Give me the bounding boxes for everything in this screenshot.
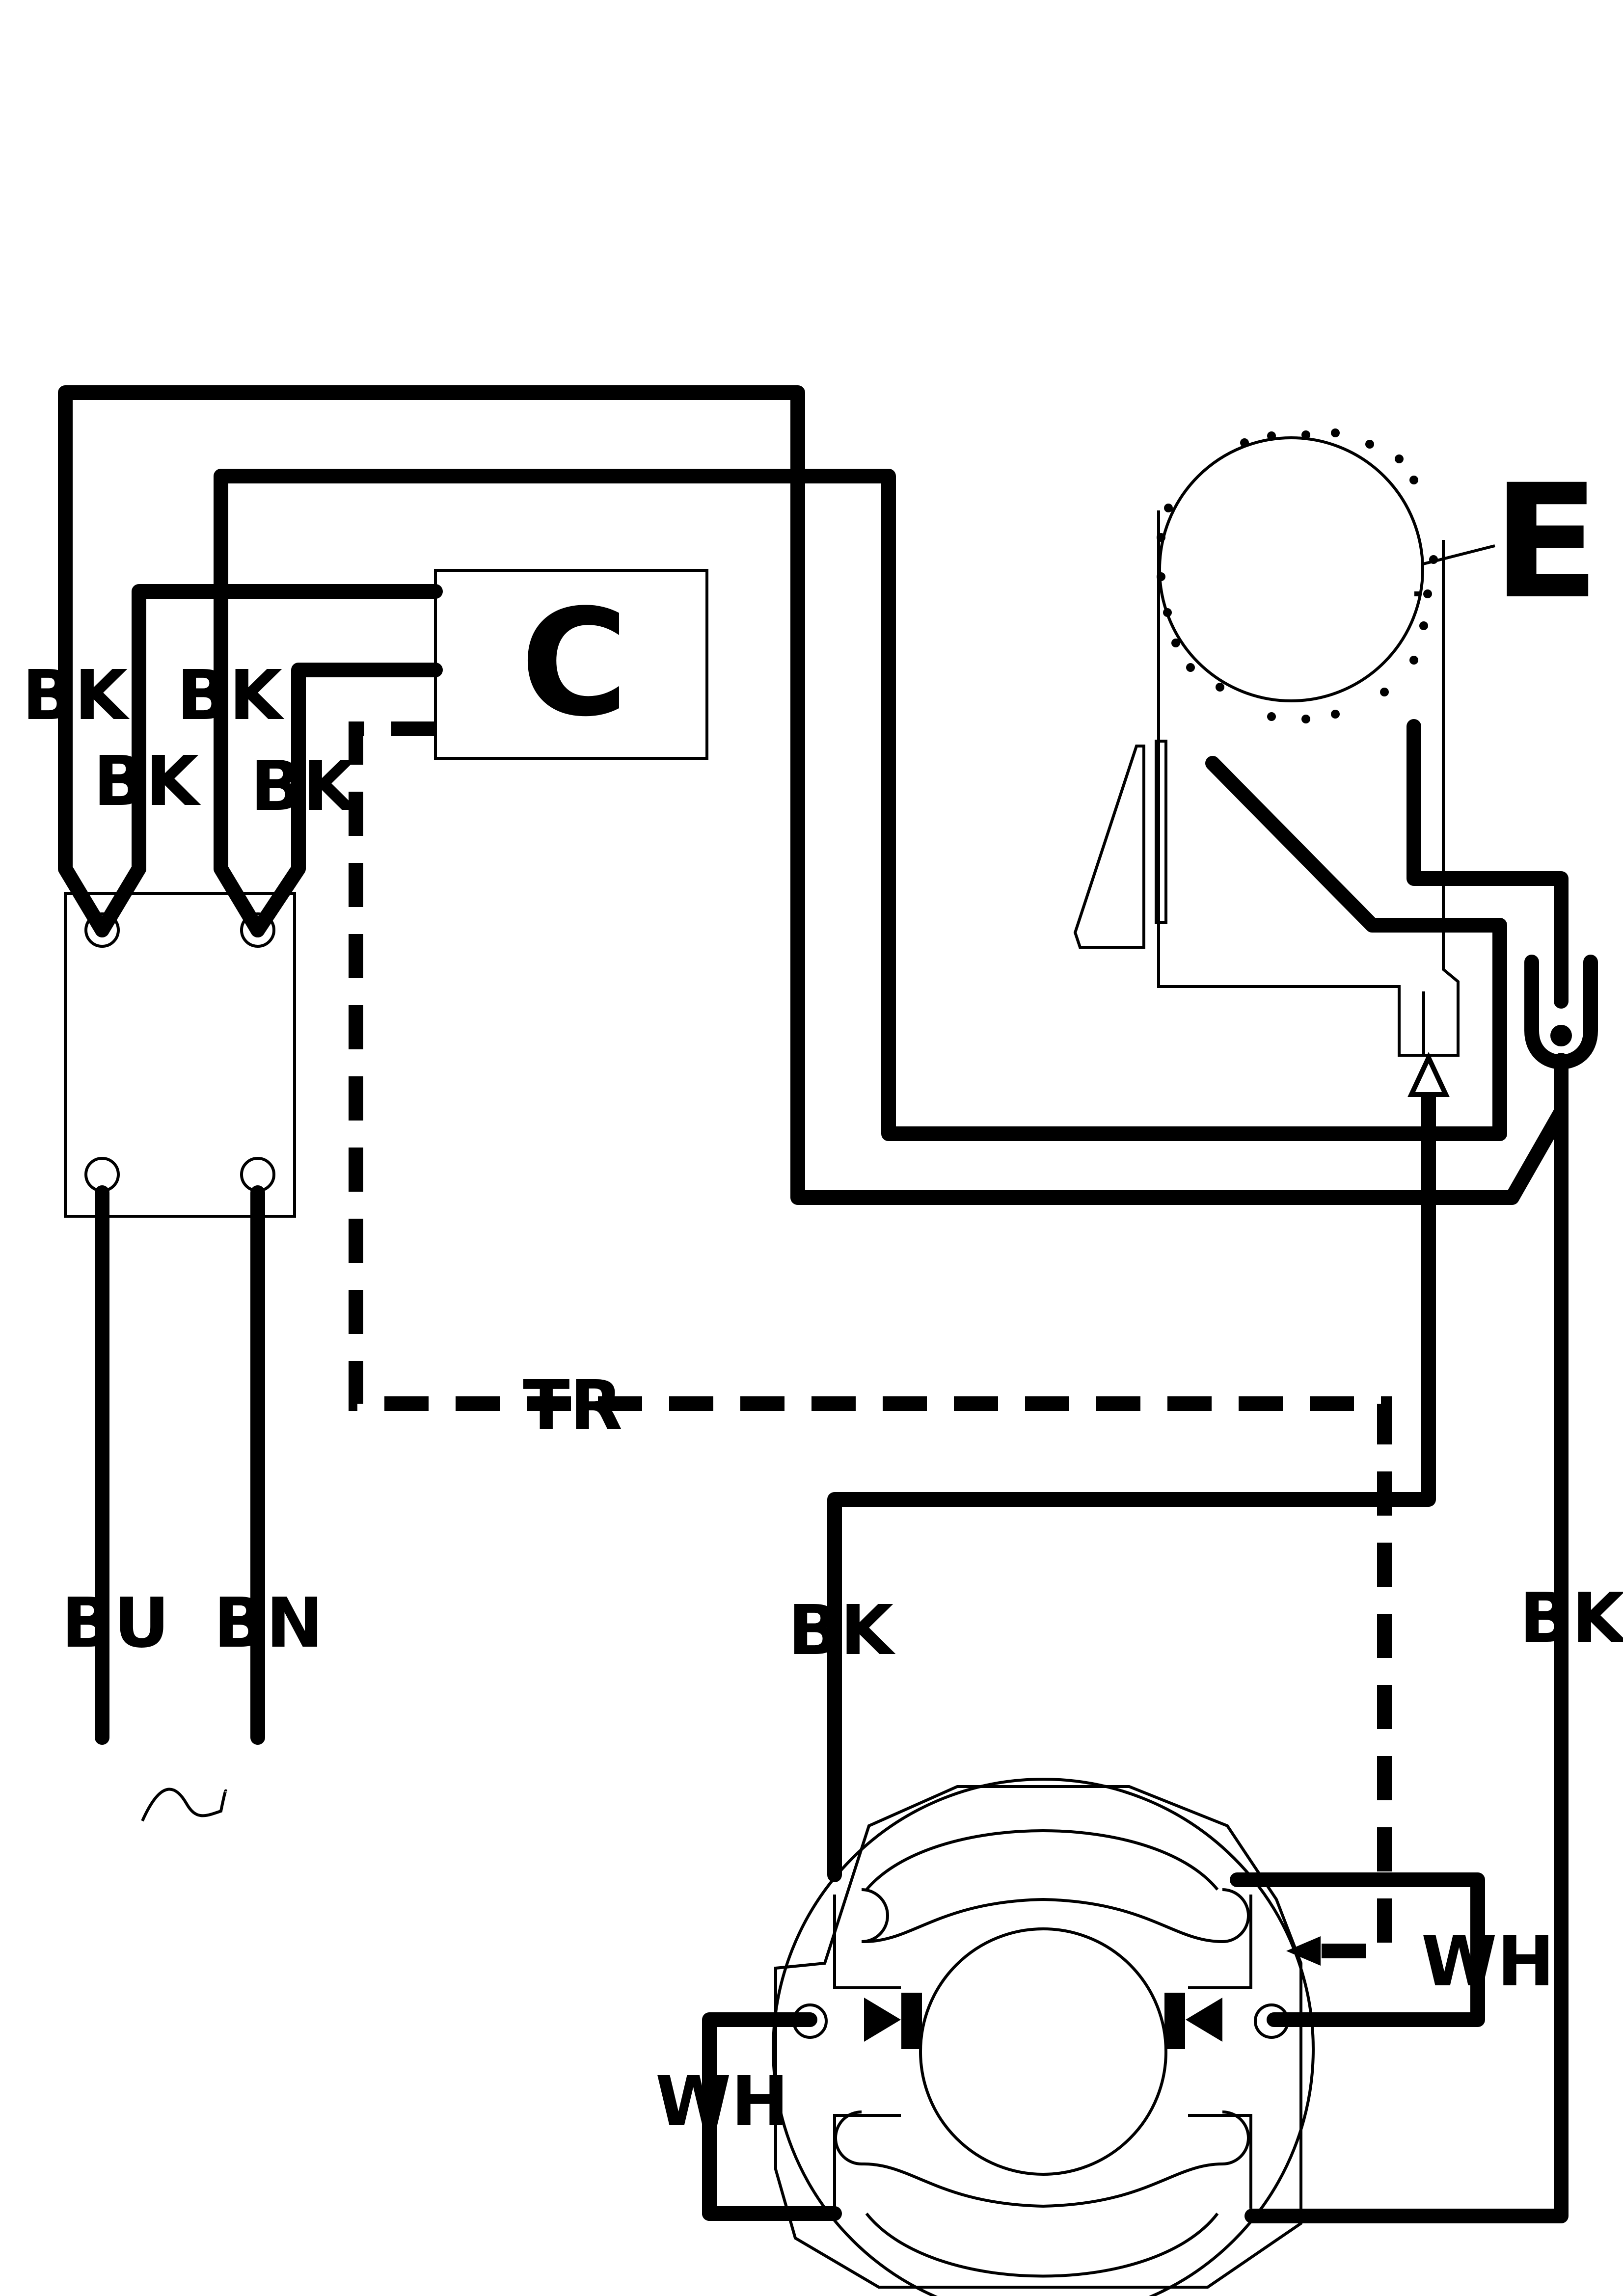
- wire-to-capacitor-low: [250, 663, 443, 937]
- thermostat-arrow: [1407, 1052, 1450, 1097]
- wire-thermostat-feed: [1407, 719, 1569, 1009]
- label-bk-3: BK: [93, 742, 201, 822]
- wire-labels: BK BK BK BK TR BU BN BK BK WH WH C E: [22, 451, 1623, 2142]
- wire-bk-lower: [827, 1087, 1436, 1882]
- wire-second-loop: [214, 469, 1507, 1141]
- label-bk-1: BK: [22, 656, 130, 736]
- wires: [58, 385, 1569, 2223]
- label-tr: TR: [523, 1366, 622, 1446]
- label-bk-4: BK: [250, 747, 358, 827]
- brush-arrow-right: [1186, 1998, 1222, 2042]
- wire-to-capacitor-top: [132, 584, 443, 876]
- label-bk-lower: BK: [788, 1591, 896, 1671]
- label-wh-left: WH: [655, 2062, 789, 2142]
- tr-arrow: [1286, 1936, 1321, 1966]
- wire-tr: [349, 721, 1392, 1958]
- wire-wh-right: [1230, 1872, 1485, 2027]
- label-element: E: [1492, 451, 1600, 634]
- thermostat-bracket: [1073, 510, 1460, 1057]
- ac-symbol: [141, 1788, 227, 1822]
- thermostat-connector: [1524, 955, 1598, 1069]
- wire-bk-right: [1244, 1053, 1569, 2223]
- label-wh-right: WH: [1421, 1922, 1555, 2002]
- label-capacitor: C: [520, 578, 628, 749]
- motor: [772, 1778, 1315, 2296]
- wire-wh-left: [702, 2012, 817, 2221]
- wire-outer-loop: [58, 385, 1569, 1205]
- terminal-block: [64, 892, 296, 1218]
- label-bk-right: BK: [1519, 1578, 1623, 1658]
- label-bn: BN: [214, 1583, 324, 1663]
- label-bk-2: BK: [177, 656, 285, 736]
- label-bu: BU: [61, 1583, 169, 1663]
- wire-to-capacitor-mid: [95, 861, 146, 937]
- element-coil-dots: [1157, 428, 1438, 723]
- brush-arrow-left: [864, 1998, 901, 2042]
